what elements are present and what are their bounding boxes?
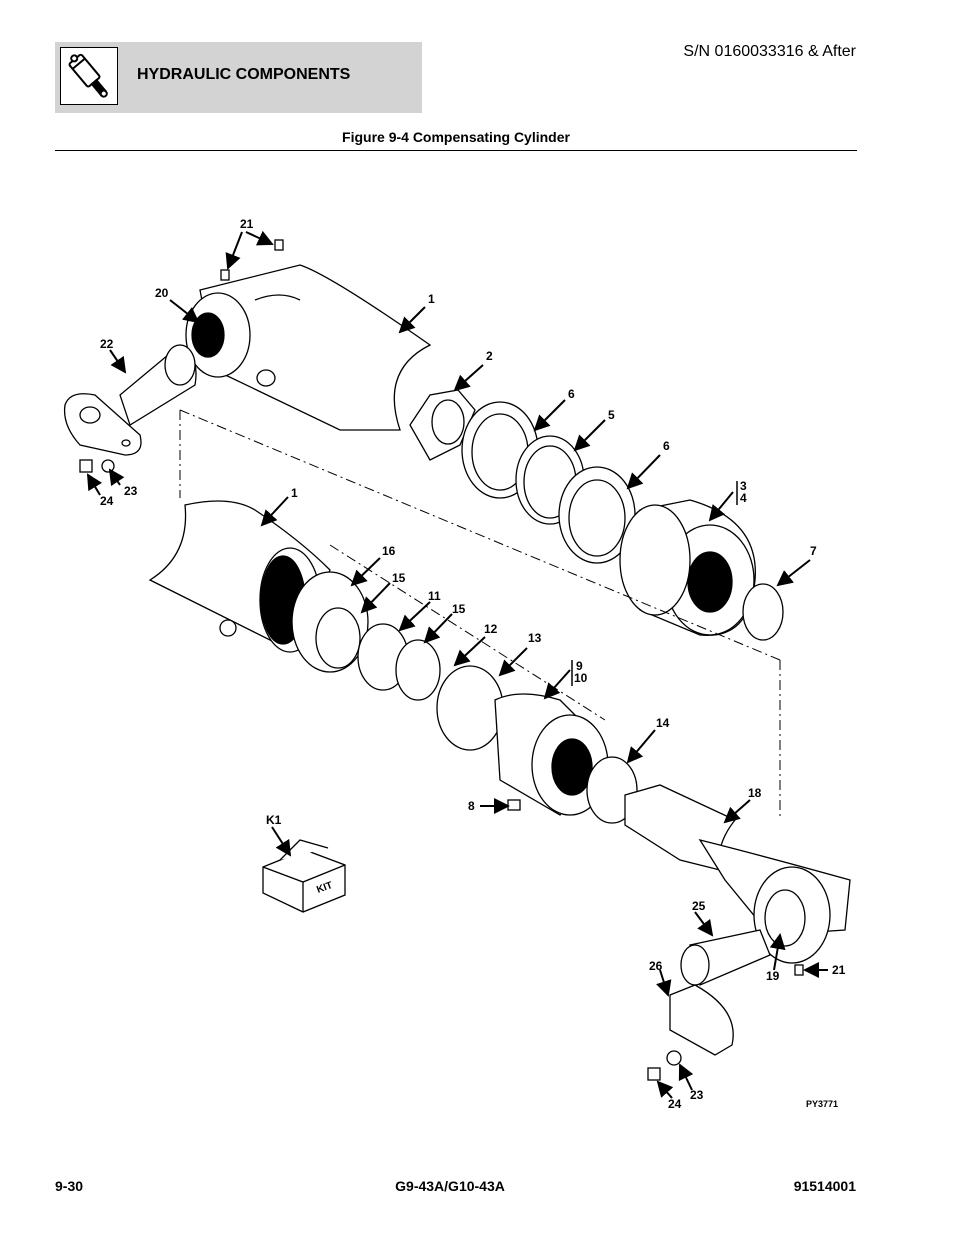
- callout-21b: 21: [832, 963, 846, 977]
- callout-22: 22: [100, 337, 114, 351]
- header-rule: [55, 150, 857, 151]
- callout-k1: K1: [266, 813, 282, 827]
- pin-25: [680, 929, 771, 986]
- callout-13: 13: [528, 631, 542, 645]
- callout-8: 8: [468, 799, 475, 813]
- callout-7: 7: [810, 544, 817, 558]
- callout-9: 9: [576, 659, 583, 673]
- figure-title: Figure 9-4 Compensating Cylinder: [342, 129, 570, 145]
- section-title: HYDRAULIC COMPONENTS: [137, 66, 351, 83]
- model-number: G9-43A/G10-43A: [395, 1178, 505, 1194]
- barrel-upper: [185, 264, 432, 431]
- callout-12: 12: [484, 622, 498, 636]
- serial-number: S/N 0160033316 & After: [683, 43, 856, 60]
- pin-22: [63, 344, 197, 456]
- callout-4: 4: [740, 491, 747, 505]
- callout-25: 25: [692, 899, 706, 913]
- callout-21a: 21: [240, 217, 254, 231]
- manual-part-number: 91514001: [793, 1178, 856, 1194]
- callout-1a: 1: [428, 292, 435, 306]
- callout-24b: 24: [668, 1097, 682, 1111]
- callout-24a: 24: [100, 494, 114, 508]
- callout-5: 5: [608, 408, 615, 422]
- callout-2: 2: [486, 349, 493, 363]
- callout-10: 10: [574, 671, 588, 685]
- kit-box: [262, 839, 346, 913]
- callout-1b: 1: [291, 486, 298, 500]
- callout-19: 19: [766, 969, 780, 983]
- callout-14: 14: [656, 716, 670, 730]
- callout-16: 16: [382, 544, 396, 558]
- kit-label: KIT: [315, 880, 334, 896]
- callout-11: 11: [428, 589, 441, 603]
- callout-26: 26: [649, 959, 663, 973]
- gland: [494, 693, 609, 816]
- callout-23b: 23: [690, 1088, 704, 1102]
- callout-18: 18: [748, 786, 762, 800]
- callout-3: 3: [740, 479, 747, 493]
- callout-6b: 6: [663, 439, 670, 453]
- callout-6a: 6: [568, 387, 575, 401]
- page-number: 9-30: [55, 1178, 84, 1194]
- hydraulic-cylinder-icon: [60, 47, 118, 105]
- rod: [624, 784, 851, 964]
- section-header: HYDRAULIC COMPONENTS: [55, 42, 422, 113]
- plate-26: [669, 984, 734, 1056]
- fittings-upper: [220, 239, 284, 281]
- nut-2: [409, 389, 476, 461]
- piston-upper: [619, 499, 756, 636]
- drawing-number: PY3771: [806, 1099, 838, 1109]
- callout-15b: 15: [452, 602, 466, 616]
- callout-20: 20: [155, 286, 169, 300]
- oring-7: [742, 583, 784, 641]
- callout-15a: 15: [392, 571, 406, 585]
- callout-23a: 23: [124, 484, 138, 498]
